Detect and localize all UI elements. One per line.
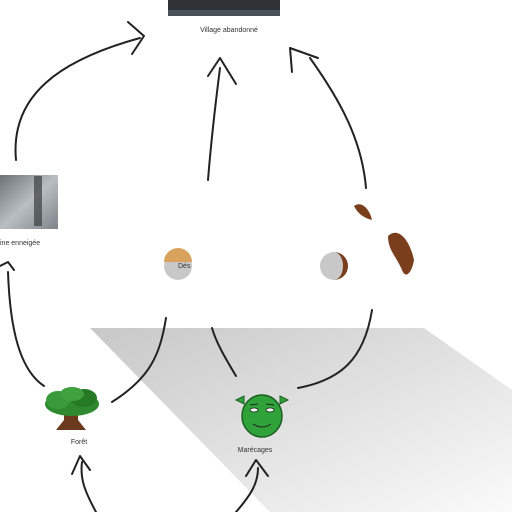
path-desert-to-village — [207, 67, 221, 181]
path-plaine-to-village — [14, 37, 141, 161]
location-foret[interactable]: Forêt — [45, 387, 99, 446]
location-label: ine enneigée — [0, 240, 40, 247]
brown-blob-decoration-2 — [388, 232, 414, 275]
brown-blob-decoration — [354, 204, 372, 220]
path-east-to-village — [309, 57, 367, 189]
location-label: Forêt — [71, 439, 87, 446]
path-south-to-foret — [80, 461, 97, 512]
path-marecages-to-desert — [211, 327, 237, 377]
location-desert[interactable]: Dés — [164, 248, 192, 280]
arrowhead-south-to-foret — [71, 455, 91, 475]
ogre-face-icon — [234, 394, 290, 438]
location-label: Dés — [178, 263, 191, 270]
arrowhead-foret-to-plaine — [0, 261, 15, 271]
path-foret-to-desert — [111, 317, 167, 403]
path-south-to-marecages — [235, 467, 259, 512]
location-label: Village abandonné — [200, 27, 258, 34]
location-label: Marécages — [238, 447, 273, 454]
location-marecages[interactable]: Marécages — [234, 394, 290, 454]
location-plaine-enneigee[interactable]: ine enneigée — [0, 175, 58, 247]
arrowhead-plaine-to-village — [127, 21, 145, 55]
snowy-plain-thumbnail — [0, 175, 58, 229]
path-marecages-to-east — [297, 309, 373, 389]
moon-orb-icon — [320, 252, 348, 280]
path-foret-to-plaine — [7, 271, 45, 387]
location-village[interactable]: Village abandonné — [168, 0, 280, 34]
arrowhead-south-to-marecages — [245, 459, 269, 477]
arrowhead-desert-to-village — [207, 57, 237, 85]
tree-icon — [45, 387, 99, 430]
location-east-orb[interactable] — [320, 252, 348, 280]
panel-shadow — [90, 328, 512, 512]
occluding-panel — [90, 200, 424, 328]
arrowhead-east-to-village — [289, 47, 319, 73]
